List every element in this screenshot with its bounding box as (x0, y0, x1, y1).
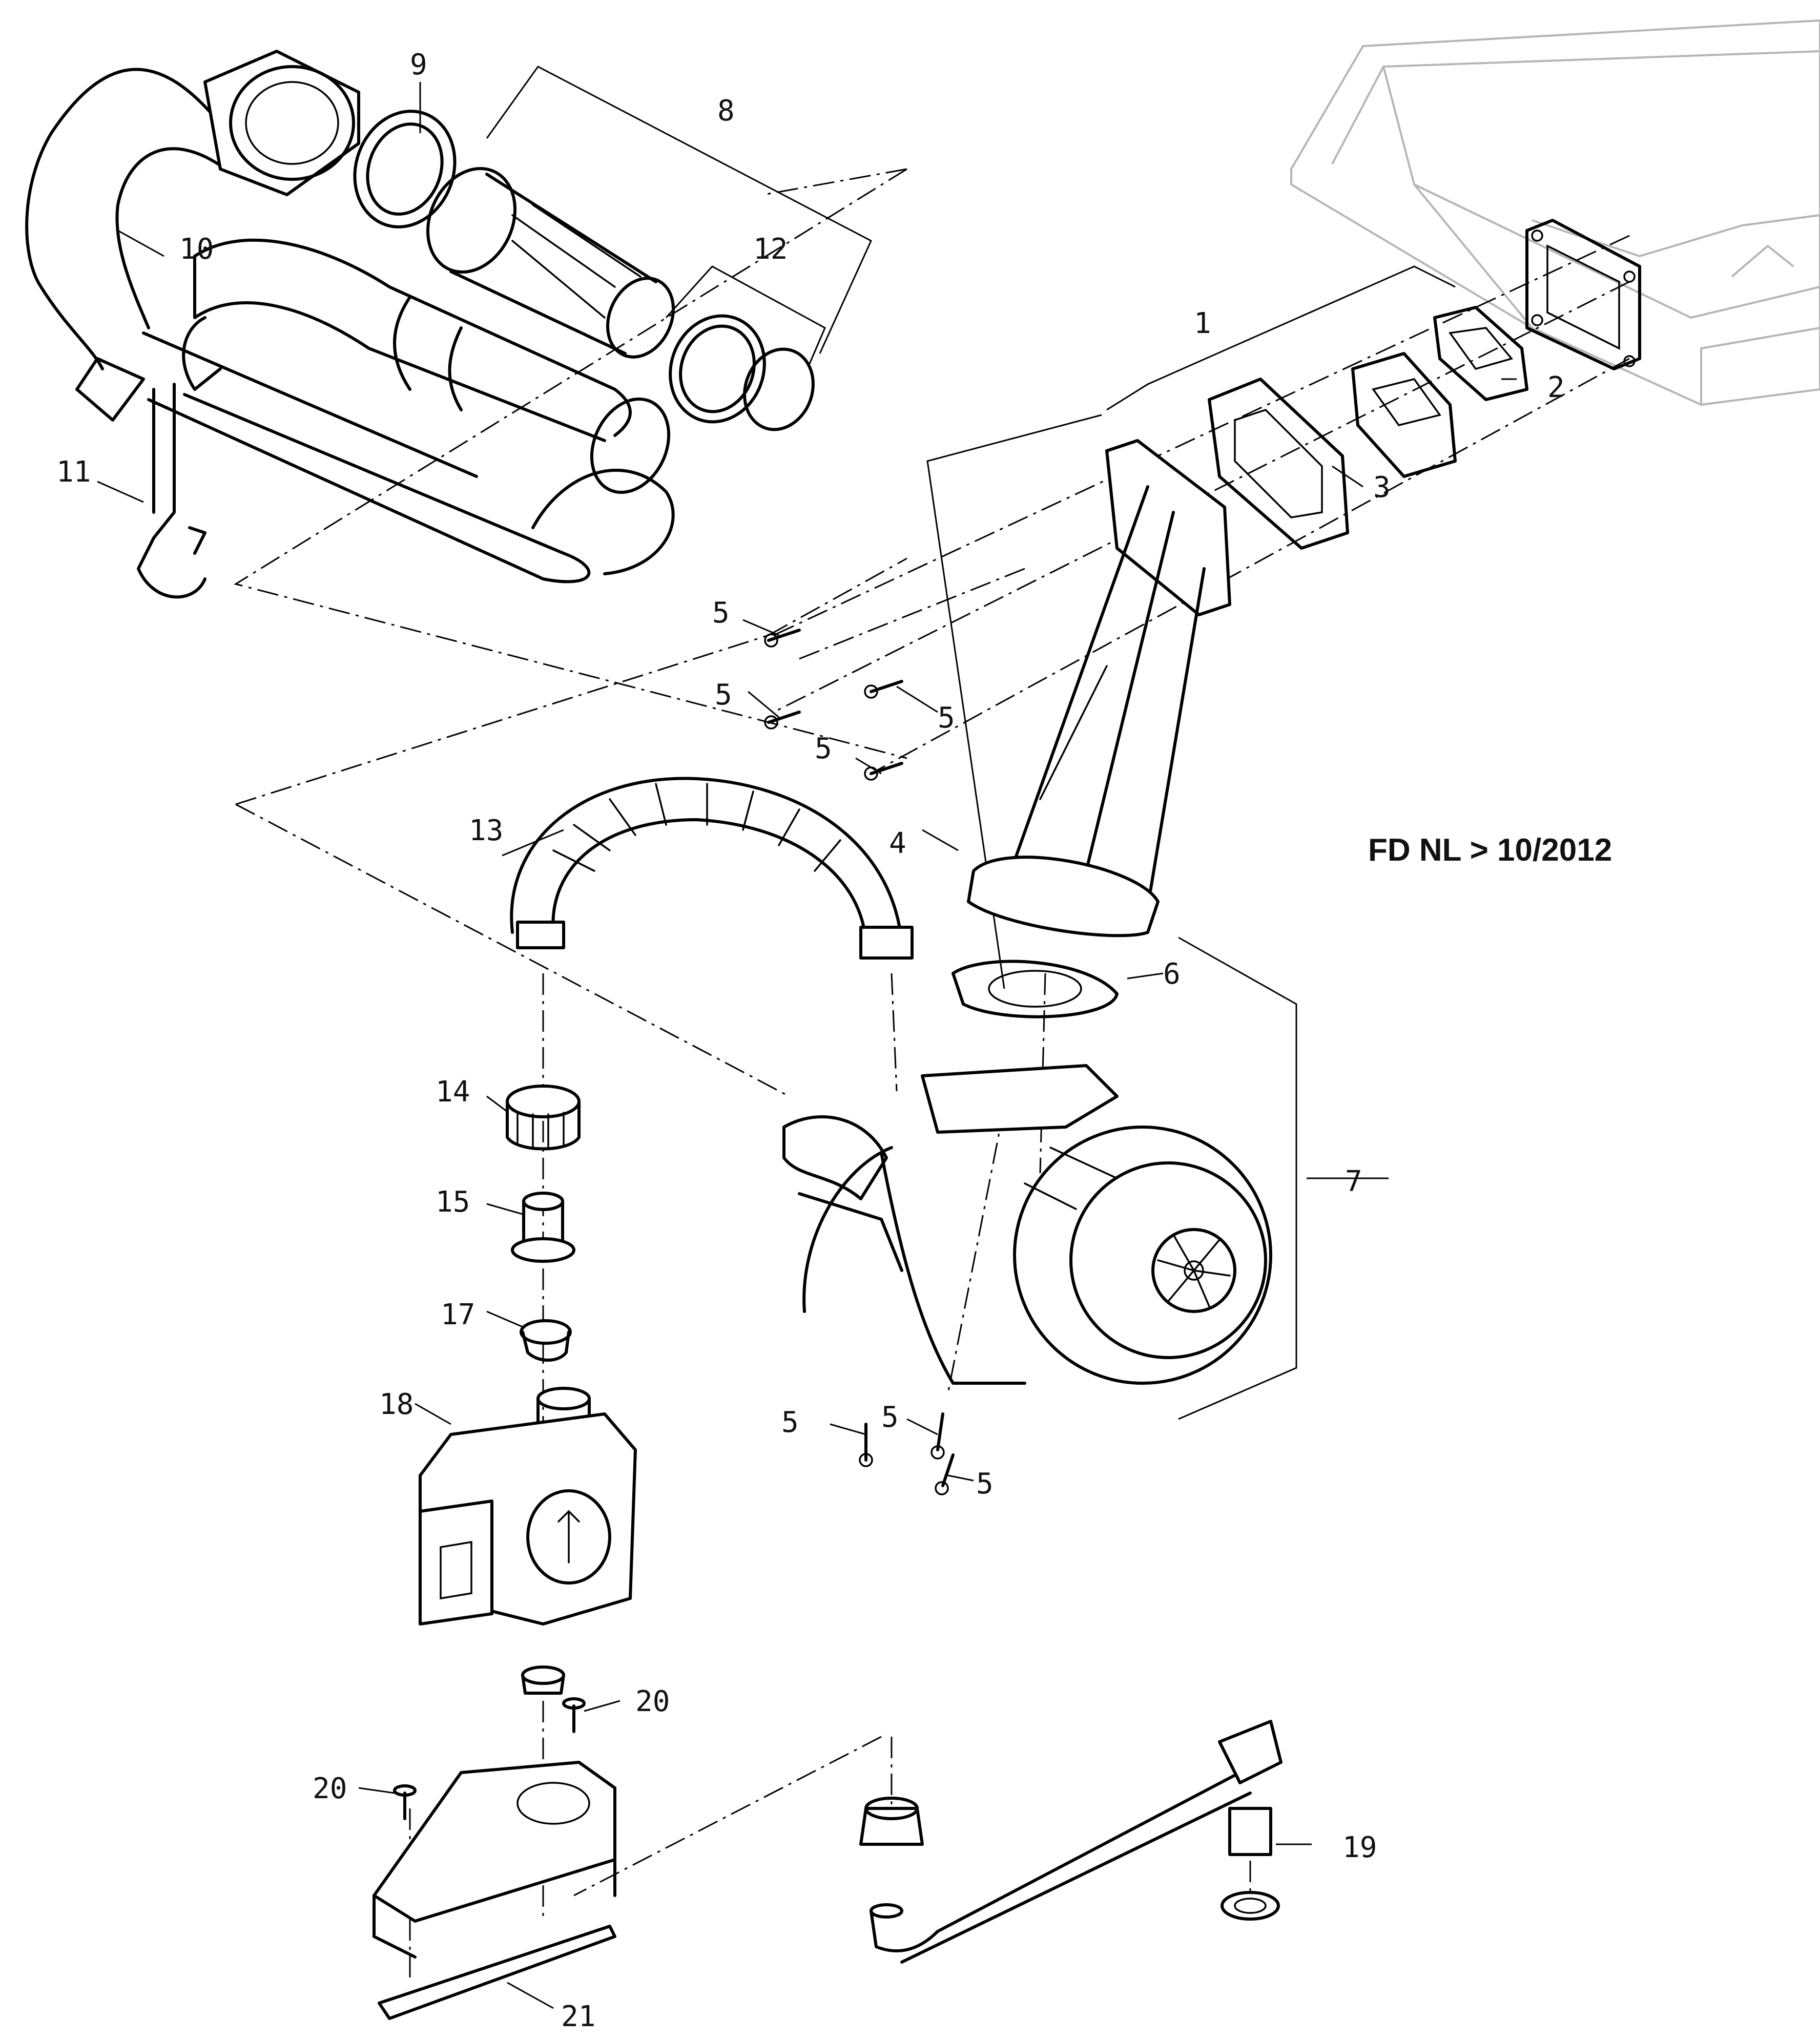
callout-8: 8 (717, 94, 735, 128)
callout-17: 17 (441, 1298, 475, 1331)
callout-18: 18 (379, 1388, 413, 1421)
gas-adapter (511, 1192, 575, 1263)
gas-hose (510, 777, 914, 960)
gas-valve (419, 1387, 637, 1626)
callout-6: 6 (1163, 957, 1181, 991)
o-rings (669, 314, 815, 431)
large-gasket (1208, 378, 1349, 550)
callout-14: 14 (436, 1075, 470, 1109)
callout-5-g: 5 (976, 1467, 994, 1501)
fan-blower (782, 1064, 1272, 1385)
callout-labels: 1 2 3 4 5 5 5 5 5 5 5 6 7 8 9 10 11 12 1… (56, 48, 1565, 2033)
callout-9: 9 (410, 48, 427, 81)
callout-2: 2 (1547, 371, 1565, 404)
valve-bracket (373, 1761, 616, 2020)
callout-5-f: 5 (881, 1401, 899, 1434)
heat-exchanger-outline (1290, 19, 1820, 406)
callout-20-b: 20 (313, 1772, 347, 1805)
callout-10: 10 (179, 233, 214, 266)
bracket-screws (393, 1697, 586, 1820)
combustion-chamber-flange (1525, 219, 1641, 370)
air-inlet-pipe (426, 167, 675, 575)
version-note: FD NL > 10/2012 (1368, 832, 1612, 868)
callout-7: 7 (1345, 1165, 1362, 1198)
flap-valve (1351, 352, 1457, 478)
callout-5-c: 5 (938, 701, 955, 735)
assembly-centerlines (234, 168, 1630, 1983)
callout-20-a: 20 (635, 1685, 670, 1718)
callout-3: 3 (1373, 471, 1391, 504)
callout-5-d: 5 (815, 732, 832, 765)
callout-1: 1 (1194, 307, 1211, 340)
callout-21: 21 (561, 2000, 595, 2033)
callout-15: 15 (436, 1185, 470, 1219)
callout-13: 13 (469, 814, 503, 847)
gas-seal (520, 1319, 572, 1362)
duct-gasket (952, 960, 1119, 1018)
callout-12: 12 (753, 233, 788, 266)
group-brackets (486, 66, 1456, 1420)
air-intake-hose (25, 50, 632, 584)
union-nut (506, 1085, 581, 1151)
hose-clip (137, 316, 222, 599)
callout-19: 19 (1342, 1831, 1377, 1864)
gas-connection-pipe (859, 1720, 1283, 1964)
callout-5-a: 5 (712, 596, 730, 630)
callout-5-e: 5 (781, 1406, 799, 1439)
leader-lines (97, 82, 1517, 2009)
small-gasket (1433, 306, 1528, 401)
callout-4: 4 (889, 827, 906, 860)
air-duct (967, 439, 1231, 938)
fixing-screws (764, 629, 955, 1495)
callout-5-b: 5 (715, 678, 732, 712)
callout-11: 11 (56, 455, 91, 489)
valve-outlet-nut (521, 1665, 565, 1695)
